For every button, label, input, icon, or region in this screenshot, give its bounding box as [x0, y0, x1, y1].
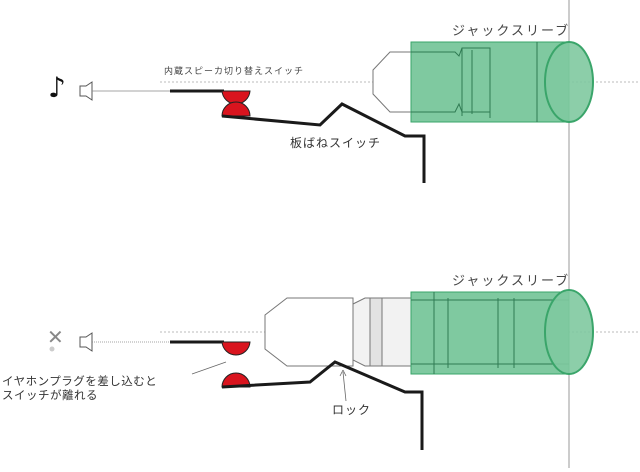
- bottom-assembly: [50, 290, 640, 450]
- speaker-switch-label: 内蔵スピーカ切り替えスイッチ: [164, 68, 304, 77]
- top-sleeve-end: [545, 42, 593, 122]
- bottom-leaf-spring: [222, 362, 422, 450]
- bottom-upper-contact: [222, 342, 250, 355]
- leaf-switch-label: 板ばねスイッチ: [290, 137, 381, 149]
- bottom-plug-tip: [265, 298, 353, 366]
- bottom-sleeve-end: [545, 290, 593, 374]
- plug-note-label: イヤホンプラグを差し込むと スイッチが離れる: [2, 374, 157, 402]
- top-assembly: [80, 42, 640, 183]
- lock-leader: [343, 372, 346, 401]
- sleeve-label-top: ジャックスリーブ: [452, 25, 570, 38]
- music-note-icon: ♪: [48, 74, 66, 102]
- top-lower-contact: [222, 102, 250, 116]
- top-speaker-icon: [80, 82, 92, 100]
- bottom-plug-ring: [370, 298, 382, 366]
- top-jack-tip: [373, 52, 411, 112]
- mute-cross-icon: ✕: [47, 327, 64, 347]
- sleeve-label-bottom: ジャックスリーブ: [452, 275, 570, 288]
- plug-note-leader: [192, 362, 226, 374]
- lock-label: ロック: [332, 404, 371, 416]
- bottom-speaker-icon: [80, 333, 92, 351]
